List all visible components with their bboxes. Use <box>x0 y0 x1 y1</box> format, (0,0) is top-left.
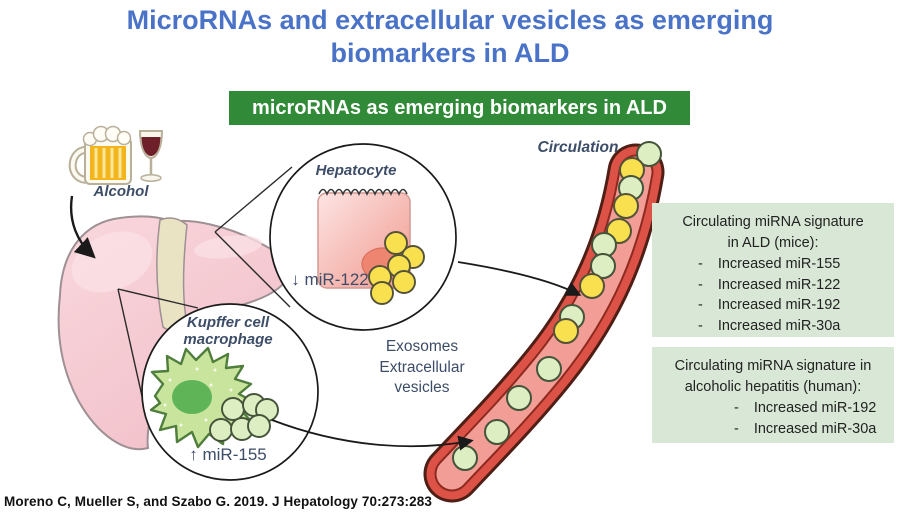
vesicle-cluster-green <box>209 393 279 442</box>
bullet-dash: - <box>698 297 703 313</box>
bullet-dash: - <box>698 317 703 334</box>
box2-title-line1: Circulating miRNA signature in <box>674 358 872 374</box>
hepatocyte-microvilli <box>318 188 408 196</box>
bullet-dash: - <box>698 256 703 272</box>
mir-122-label: ↓ miR-122 <box>291 270 369 289</box>
bullet-dash: - <box>698 276 703 293</box>
page-title-line1: MicroRNAs and extracellular vesicles as … <box>126 5 774 35</box>
box2-item-2: Increased miR-30a <box>753 420 877 437</box>
box1-item-3: Increased miR-192 <box>717 297 841 313</box>
alcohol-to-liver-arrow <box>69 195 96 259</box>
vesicle-exiting-vessel <box>636 141 662 167</box>
hepatocyte-label: Hepatocyte <box>315 162 397 179</box>
exosome-cluster-yellow <box>368 231 425 305</box>
list-item: - Increased miR-155 <box>652 254 894 275</box>
mir-155-label: ↑ miR-155 <box>189 445 267 464</box>
list-item: - Increased miR-192 <box>652 398 894 419</box>
box1-item-4: Increased miR-30a <box>717 317 841 334</box>
bullet-dash: - <box>734 420 739 437</box>
list-item: - Increased miR-122 <box>652 275 894 296</box>
beer-foam <box>82 125 132 147</box>
kupffer-cell-label: Kupffer cell macrophage <box>163 314 293 348</box>
mirna-signature-box-mice: Circulating miRNA signature in ALD (mice… <box>652 203 894 337</box>
liver-highlight <box>194 235 262 259</box>
banner: microRNAs as emerging biomarkers in ALD <box>229 91 690 125</box>
mirna-signature-box-human: Circulating miRNA signature in alcoholic… <box>652 347 894 443</box>
page-title-line2: biomarkers in ALD <box>330 38 570 68</box>
box1-title-line2: in ALD (mice): <box>727 235 819 251</box>
kupffer-cell-label-line1: Kupffer cell <box>186 314 270 331</box>
page-title: MicroRNAs and extracellular vesicles as … <box>0 4 900 70</box>
hepatocyte-to-vessel-arrow <box>457 261 582 296</box>
exosomes-label: Exosomes Extracellular vesicles <box>358 337 486 399</box>
wine-glass-icon <box>138 130 164 182</box>
vessel-particles <box>452 141 662 471</box>
alcohol-label: Alcohol <box>93 183 149 200</box>
blood-vessel <box>423 143 665 503</box>
box1-item-1: Increased miR-155 <box>717 256 841 272</box>
bullet-dash: - <box>734 400 739 416</box>
box2-item-1: Increased miR-192 <box>753 400 877 416</box>
exosomes-label-line1: Exosomes <box>385 338 459 355</box>
box1-title-line1: Circulating miRNA signature <box>682 214 864 230</box>
macrophage-nucleus <box>172 380 212 414</box>
exosomes-label-line3: vesicles <box>394 379 450 396</box>
kupffer-to-vessel-arrow <box>271 419 474 451</box>
beer-mug-icon <box>68 125 132 185</box>
box2-title-line2: alcoholic hepatitis (human): <box>684 379 862 395</box>
kupffer-callout-circle <box>141 303 319 481</box>
list-item: - Increased miR-192 <box>652 295 894 316</box>
hepatocyte-callout-circle <box>269 143 457 331</box>
list-item: - Increased miR-30a <box>652 316 894 337</box>
list-item: - Increased miR-30a <box>652 419 894 440</box>
box1-item-2: Increased miR-122 <box>717 276 841 293</box>
exosomes-label-line2: Extracellular <box>379 358 465 376</box>
banner-label: microRNAs as emerging biomarkers in ALD <box>252 96 667 119</box>
circulation-label: Circulation <box>537 139 619 156</box>
kupffer-cell-label-line2: macrophage <box>183 331 273 348</box>
citation: Moreno C, Mueller S, and Szabo G. 2019. … <box>4 494 432 509</box>
